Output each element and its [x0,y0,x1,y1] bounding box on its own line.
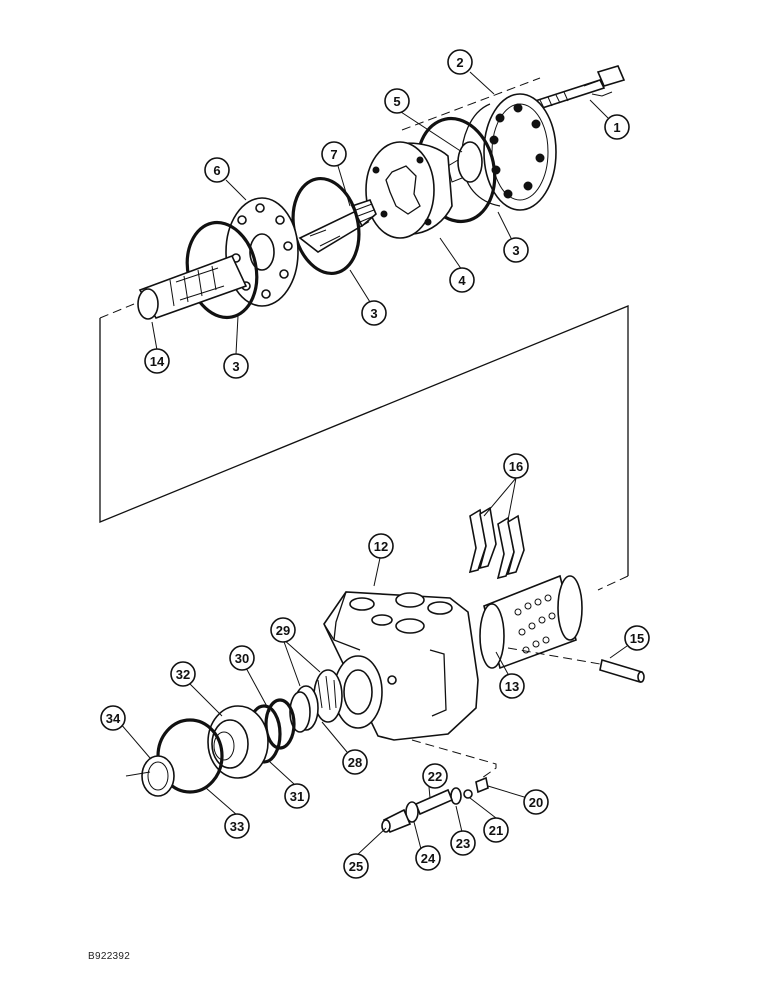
svg-text:33: 33 [230,819,244,834]
callout-29: 29 [270,617,296,643]
callout-20: 20 [523,789,549,815]
svg-text:20: 20 [529,795,543,810]
svg-text:14: 14 [150,354,165,369]
callout-31: 31 [284,783,310,809]
svg-text:5: 5 [393,94,400,109]
leader-dashed [411,739,497,779]
part-24-seal [405,801,419,823]
callout-6: 6 [204,157,230,183]
callout-32: 32 [170,661,196,687]
callout-33: 33 [224,813,250,839]
part-22-relief-valve [414,788,454,816]
svg-text:7: 7 [330,147,337,162]
leader-dashed [597,575,629,591]
callout-16: 16 [503,453,529,479]
part-7-drive-shaft [298,199,377,253]
svg-text:24: 24 [421,851,436,866]
svg-text:22: 22 [428,769,442,784]
callout-5: 5 [384,88,410,114]
callout-3: 3 [503,237,529,263]
svg-text:15: 15 [630,631,644,646]
part-34-retaining-ring [141,755,175,797]
svg-text:21: 21 [489,823,503,838]
part-32-gland [207,705,269,779]
figure-reference-code: B922392 [88,951,131,962]
svg-text:13: 13 [505,679,519,694]
svg-text:23: 23 [456,836,470,851]
callout-23: 23 [450,830,476,856]
callout-30: 30 [229,645,255,671]
callout-13: 13 [499,673,525,699]
svg-text:3: 3 [232,359,239,374]
svg-text:32: 32 [176,667,190,682]
part-12-valve-housing [323,591,479,741]
svg-text:2: 2 [456,55,463,70]
svg-text:12: 12 [374,539,388,554]
part-25-plug [381,808,412,834]
leader-dashed [99,303,135,319]
callout-3: 3 [361,300,387,326]
part-14-spool [137,254,248,320]
part-4-gerotor [365,141,453,239]
part-16-centering-springs [468,506,525,580]
callout-2: 2 [447,49,473,75]
svg-text:34: 34 [106,711,121,726]
callout-34: 34 [100,705,126,731]
svg-text:6: 6 [213,163,220,178]
svg-text:29: 29 [276,623,290,638]
part-30-seal [264,698,296,750]
callout-22: 22 [422,763,448,789]
part-5-spacer [447,141,483,183]
part-13-sleeve [479,574,583,670]
part-20-plug [475,776,489,794]
svg-text:4: 4 [458,273,466,288]
leader-dashed [401,77,541,131]
svg-text:31: 31 [290,789,304,804]
svg-text:3: 3 [512,243,519,258]
part-1-bolt [530,65,626,111]
part-21-ball [463,789,473,799]
callout-7: 7 [321,141,347,167]
svg-text:1: 1 [613,120,620,135]
svg-text:25: 25 [349,859,363,874]
part-15-pin [507,647,645,684]
svg-text:16: 16 [509,459,523,474]
callout-21: 21 [483,817,509,843]
callout-4: 4 [449,267,475,293]
callout-3: 3 [223,353,249,379]
svg-text:28: 28 [348,755,362,770]
callout-14: 14 [144,348,170,374]
part-23-spring [450,787,462,805]
callout-28: 28 [342,749,368,775]
callout-1: 1 [604,114,630,140]
callout-15: 15 [624,625,650,651]
svg-text:3: 3 [370,306,377,321]
callout-12: 12 [368,533,394,559]
svg-text:30: 30 [235,651,249,666]
callout-25: 25 [343,853,369,879]
alignment-line [99,305,629,576]
callout-24: 24 [415,845,441,871]
